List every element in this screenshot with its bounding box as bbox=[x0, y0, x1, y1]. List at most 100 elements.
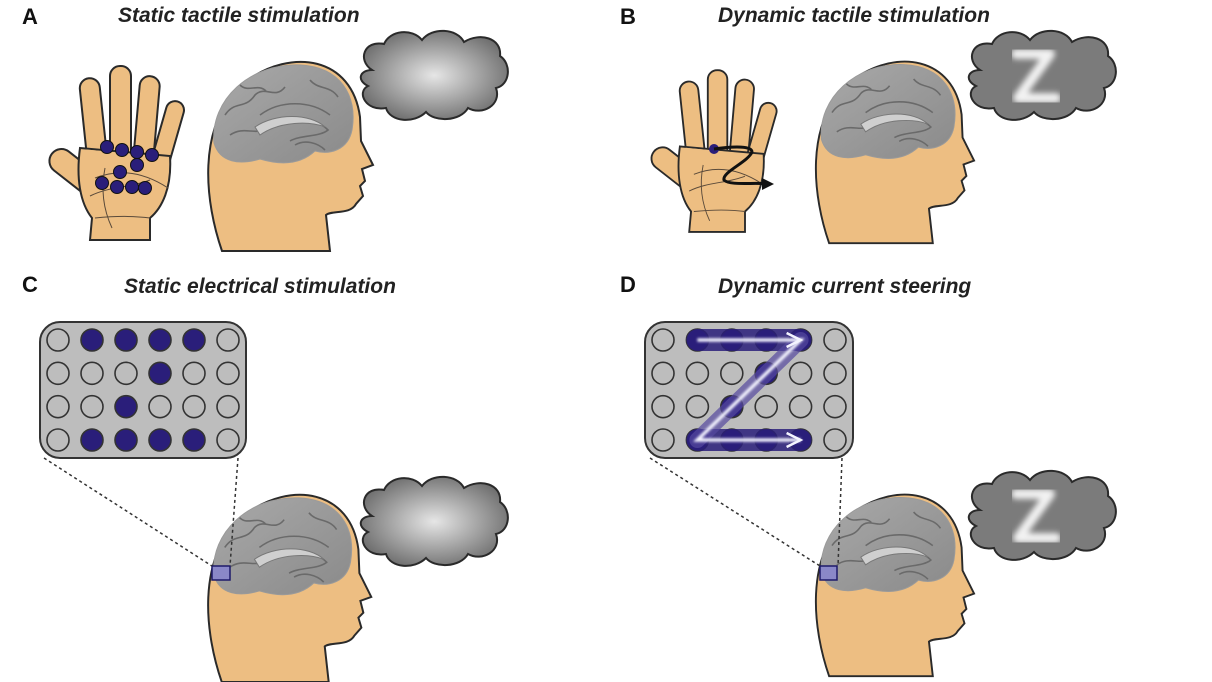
thought-cloud bbox=[967, 469, 1117, 561]
brain-fold bbox=[239, 517, 266, 525]
panel-title-c: Static electrical stimulation bbox=[124, 275, 396, 298]
palm-crease bbox=[700, 164, 711, 221]
electrode-array bbox=[39, 321, 247, 459]
tactile-stimulator-dot bbox=[138, 181, 152, 195]
brain-fold bbox=[898, 570, 929, 580]
head-profile-c bbox=[207, 493, 373, 682]
electrode-inactive bbox=[685, 361, 710, 386]
electrode-grid-dynamic bbox=[644, 321, 854, 459]
zoom-guide-lines bbox=[43, 457, 239, 567]
electrode-inactive bbox=[651, 428, 675, 452]
electrode-inactive bbox=[46, 328, 70, 352]
brain-fold bbox=[224, 519, 285, 548]
brain-fold bbox=[293, 573, 325, 583]
brain-fold bbox=[259, 103, 331, 116]
tactile-stimulator-dot bbox=[110, 180, 124, 194]
electrode-inactive bbox=[719, 361, 744, 386]
electrode-inactive bbox=[651, 328, 675, 352]
brain-fold bbox=[308, 512, 338, 531]
perceived-z-letter bbox=[1011, 49, 1061, 103]
brain bbox=[820, 497, 956, 592]
cloud-d bbox=[967, 469, 1117, 561]
electrode-inactive bbox=[46, 428, 70, 452]
steering-path bbox=[693, 338, 805, 442]
electrode-inactive bbox=[823, 361, 847, 386]
electrode-inactive bbox=[216, 361, 240, 386]
brain-fold bbox=[845, 83, 872, 91]
tactile-stimulator-dot bbox=[115, 143, 129, 157]
brain-fold bbox=[239, 84, 267, 92]
electrode-active bbox=[148, 361, 172, 386]
panel-title-d: Dynamic current steering bbox=[718, 275, 971, 298]
electrode-inactive bbox=[216, 328, 240, 352]
electrode-inactive bbox=[182, 394, 206, 419]
electrode-inactive bbox=[216, 394, 240, 419]
panel-label-b: B bbox=[620, 4, 636, 29]
electrode-inactive bbox=[80, 361, 104, 386]
arrowhead-icon bbox=[786, 331, 804, 349]
electrode-active bbox=[148, 428, 172, 452]
palm bbox=[677, 145, 765, 233]
electrode-active bbox=[182, 328, 206, 352]
tactile-stimulator-dot bbox=[145, 148, 159, 162]
palm-crease bbox=[102, 167, 113, 229]
palm-crease bbox=[94, 216, 151, 219]
corpus-callosum bbox=[254, 116, 326, 136]
electrode-inactive bbox=[823, 328, 847, 352]
brain bbox=[820, 64, 956, 159]
electrode-active bbox=[148, 328, 172, 352]
illustrations bbox=[39, 29, 1117, 682]
electrode-inactive bbox=[80, 394, 104, 419]
electrode-active bbox=[182, 428, 206, 452]
electrode-grid-static bbox=[39, 321, 247, 459]
tactile-stimulator-dot bbox=[95, 176, 109, 190]
tactile-stimulator-dot bbox=[100, 140, 114, 154]
electrode-inactive bbox=[46, 394, 70, 419]
brain-fold bbox=[898, 137, 929, 147]
electrode-inactive bbox=[823, 394, 847, 419]
brain-fold bbox=[258, 535, 330, 549]
thought-cloud bbox=[359, 475, 509, 567]
electrode-active bbox=[80, 328, 104, 352]
cloud-c bbox=[359, 475, 509, 567]
panel-label-d: D bbox=[620, 272, 636, 297]
implant-site bbox=[211, 565, 231, 581]
thought-cloud bbox=[359, 29, 509, 121]
thought-cloud bbox=[967, 29, 1117, 121]
head-profile-b bbox=[814, 60, 976, 245]
cloud-b bbox=[967, 29, 1117, 121]
brain-fold bbox=[224, 86, 286, 116]
electrode-active bbox=[114, 328, 138, 352]
brain bbox=[213, 497, 353, 596]
electrode-inactive bbox=[788, 394, 813, 419]
tactile-stimulator-dot bbox=[130, 158, 144, 172]
electrode-inactive bbox=[46, 361, 70, 386]
tactile-stimulator-dot bbox=[113, 165, 127, 179]
brain-fold bbox=[845, 516, 872, 524]
electrode-inactive bbox=[685, 394, 710, 419]
brain-fold bbox=[294, 141, 326, 151]
electrode-inactive bbox=[182, 361, 206, 386]
hand-static bbox=[48, 65, 185, 241]
electrode-active bbox=[114, 428, 138, 452]
panel-title-b: Dynamic tactile stimulation bbox=[718, 4, 990, 27]
tactile-stimulator-dot bbox=[130, 145, 144, 159]
arrowhead-icon bbox=[762, 178, 774, 190]
head-profile-a bbox=[207, 60, 375, 252]
z-trajectory-arrow bbox=[713, 145, 771, 186]
corpus-callosum bbox=[860, 546, 929, 566]
brain-fold bbox=[913, 511, 942, 529]
perceived-z-letter bbox=[1011, 489, 1061, 543]
electrode-inactive bbox=[788, 361, 813, 386]
palm-crease bbox=[688, 175, 746, 192]
electrode-active bbox=[114, 394, 138, 419]
electrode-inactive bbox=[148, 394, 172, 419]
panel-label-c: C bbox=[22, 272, 38, 297]
palm-crease bbox=[94, 172, 169, 189]
cloud-a bbox=[359, 29, 509, 121]
electrode-inactive bbox=[114, 361, 138, 386]
electrode-inactive bbox=[651, 394, 675, 419]
corpus-callosum bbox=[860, 113, 929, 133]
brain-fold bbox=[865, 534, 934, 547]
